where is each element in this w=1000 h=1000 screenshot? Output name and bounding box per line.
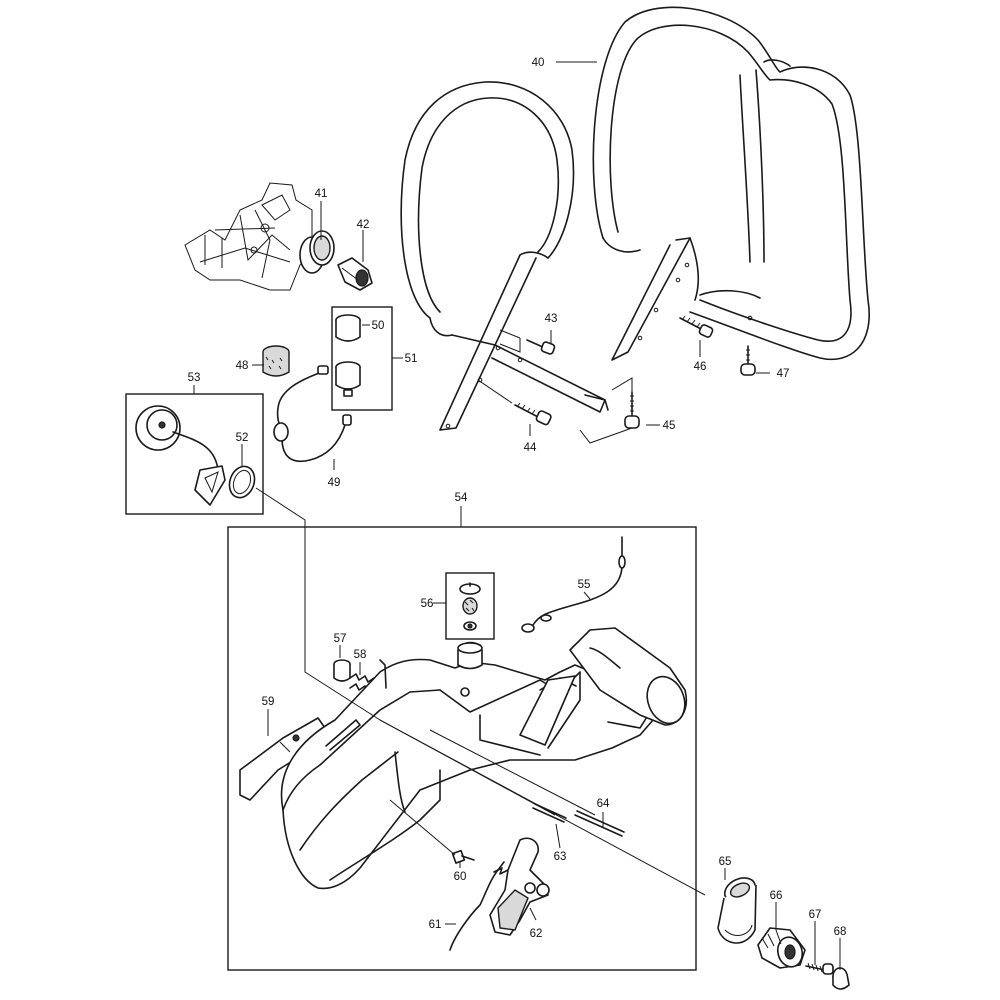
label-54: 54 bbox=[455, 492, 468, 504]
fuel-filter bbox=[335, 361, 361, 397]
fuel-hose-49 bbox=[273, 365, 352, 462]
part-labels: 40 41 42 43 44 45 46 47 48 49 50 51 52 5… bbox=[188, 57, 847, 940]
pin-63 bbox=[532, 803, 567, 823]
bushing-65 bbox=[717, 877, 757, 944]
tank-housing bbox=[280, 627, 687, 890]
kit-box-56 bbox=[445, 572, 495, 640]
kit-box-54 bbox=[227, 526, 697, 971]
label-45: 45 bbox=[663, 420, 676, 432]
label-58: 58 bbox=[354, 649, 367, 661]
label-61: 61 bbox=[429, 919, 442, 931]
cable-55 bbox=[521, 536, 626, 633]
gasket-52 bbox=[228, 465, 256, 499]
filter-50 bbox=[335, 314, 361, 342]
label-65: 65 bbox=[719, 856, 732, 868]
label-59: 59 bbox=[262, 696, 275, 708]
plug-42 bbox=[337, 257, 373, 291]
label-56: 56 bbox=[421, 598, 434, 610]
label-53: 53 bbox=[188, 372, 201, 384]
label-66: 66 bbox=[770, 890, 783, 902]
label-51: 51 bbox=[405, 353, 418, 365]
label-41: 41 bbox=[315, 188, 328, 200]
screw-44 bbox=[477, 379, 552, 426]
engine-housing-sketch bbox=[184, 182, 313, 291]
label-52: 52 bbox=[236, 432, 249, 444]
label-68: 68 bbox=[834, 926, 847, 938]
label-67: 67 bbox=[809, 909, 822, 921]
lever-62 bbox=[489, 837, 550, 936]
screw-60 bbox=[451, 849, 475, 864]
nut-66 bbox=[757, 927, 806, 969]
pin-64 bbox=[574, 810, 625, 837]
screw-46 bbox=[679, 315, 714, 338]
label-44: 44 bbox=[524, 442, 537, 454]
label-40: 40 bbox=[532, 57, 545, 69]
label-46: 46 bbox=[694, 361, 707, 373]
label-43: 43 bbox=[545, 313, 558, 325]
spring-61 bbox=[449, 861, 509, 951]
rear-handle-bar bbox=[400, 81, 609, 431]
screw-67 bbox=[805, 962, 834, 975]
screw-47 bbox=[740, 345, 756, 376]
label-55: 55 bbox=[578, 579, 591, 591]
label-57: 57 bbox=[334, 633, 347, 645]
label-42: 42 bbox=[357, 219, 370, 231]
label-48: 48 bbox=[236, 360, 249, 372]
screw-45 bbox=[624, 391, 640, 429]
cap-41 bbox=[299, 230, 335, 274]
filter-parts-56 bbox=[459, 582, 481, 631]
label-63: 63 bbox=[554, 851, 567, 863]
label-64: 64 bbox=[597, 798, 610, 810]
label-60: 60 bbox=[454, 871, 467, 883]
front-handle-bar bbox=[592, 6, 870, 361]
label-47: 47 bbox=[777, 368, 790, 380]
fuel-cap bbox=[135, 405, 226, 506]
leader-lines bbox=[193, 61, 841, 970]
sponge-filter-48 bbox=[262, 345, 290, 377]
bushing-57 bbox=[333, 659, 351, 682]
label-49: 49 bbox=[328, 477, 341, 489]
cap-68 bbox=[832, 967, 850, 990]
label-62: 62 bbox=[530, 928, 543, 940]
screw-43 bbox=[499, 329, 556, 355]
label-50: 50 bbox=[372, 320, 385, 332]
